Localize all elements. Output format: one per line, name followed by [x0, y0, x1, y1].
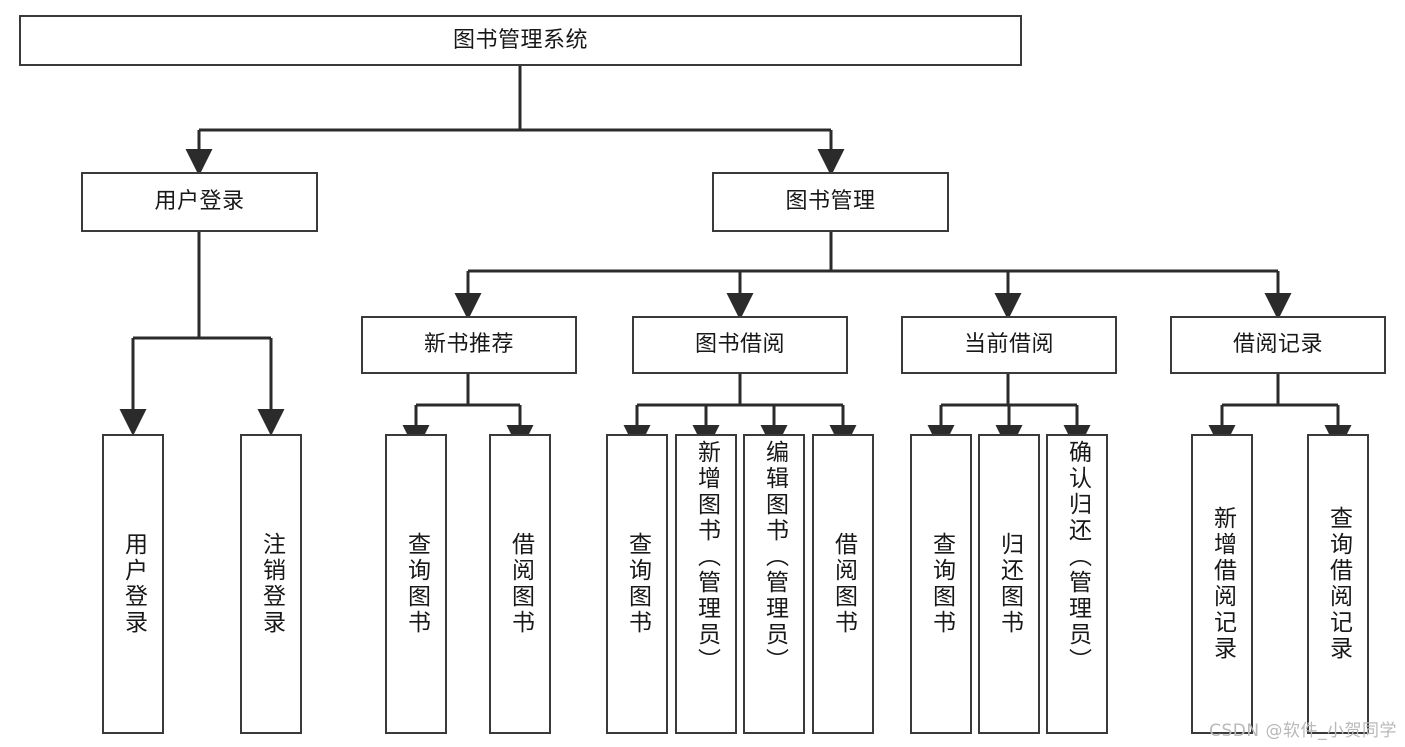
node-leaf-query-book-3[interactable]: 查询图书 [910, 434, 972, 734]
node-label: 新书推荐 [423, 332, 514, 358]
node-leaf-borrow-book-2[interactable]: 借阅图书 [812, 434, 874, 734]
node-label: 注销登录 [258, 532, 285, 636]
node-new-book-recommend[interactable]: 新书推荐 [361, 316, 577, 374]
node-book-borrow[interactable]: 图书借阅 [632, 316, 848, 374]
node-leaf-borrow-book-1[interactable]: 借阅图书 [489, 434, 551, 734]
node-leaf-user-login[interactable]: 用户登录 [102, 434, 164, 734]
node-book-management[interactable]: 图书管理 [712, 172, 949, 232]
node-label: 查询图书 [624, 532, 651, 636]
node-leaf-add-record[interactable]: 新增借阅记录 [1191, 434, 1253, 734]
node-label: 编辑图书（管理员） [761, 440, 788, 674]
node-label: 归还图书 [996, 532, 1023, 636]
node-label: 借阅图书 [507, 532, 534, 636]
node-borrow-record[interactable]: 借阅记录 [1170, 316, 1386, 374]
node-label: 用户登录 [120, 532, 147, 636]
watermark-text: CSDN @软件_小贺同学 [1209, 721, 1397, 741]
node-label: 查询图书 [928, 532, 955, 636]
node-label: 查询图书 [403, 532, 430, 636]
node-leaf-query-record[interactable]: 查询借阅记录 [1307, 434, 1369, 734]
node-current-borrow[interactable]: 当前借阅 [901, 316, 1117, 374]
node-label: 借阅记录 [1232, 332, 1323, 358]
node-label: 新增借阅记录 [1209, 506, 1236, 662]
node-leaf-query-book-2[interactable]: 查询图书 [606, 434, 668, 734]
node-leaf-return-book[interactable]: 归还图书 [978, 434, 1040, 734]
node-leaf-logout[interactable]: 注销登录 [240, 434, 302, 734]
node-label: 当前借阅 [963, 332, 1054, 358]
node-label: 查询借阅记录 [1325, 506, 1352, 662]
node-leaf-confirm-return[interactable]: 确认归还（管理员） [1046, 434, 1108, 734]
node-label: 借阅图书 [830, 532, 857, 636]
node-user-login[interactable]: 用户登录 [81, 172, 318, 232]
node-leaf-query-book-1[interactable]: 查询图书 [385, 434, 447, 734]
node-leaf-add-book[interactable]: 新增图书（管理员） [675, 434, 737, 734]
node-label: 确认归还（管理员） [1064, 440, 1091, 674]
node-label: 图书管理系统 [452, 27, 588, 53]
node-root-system[interactable]: 图书管理系统 [19, 15, 1022, 66]
node-label: 用户登录 [154, 189, 245, 215]
node-leaf-edit-book[interactable]: 编辑图书（管理员） [743, 434, 805, 734]
node-label: 图书管理 [785, 189, 876, 215]
node-label: 新增图书（管理员） [693, 440, 720, 674]
node-label: 图书借阅 [694, 332, 785, 358]
